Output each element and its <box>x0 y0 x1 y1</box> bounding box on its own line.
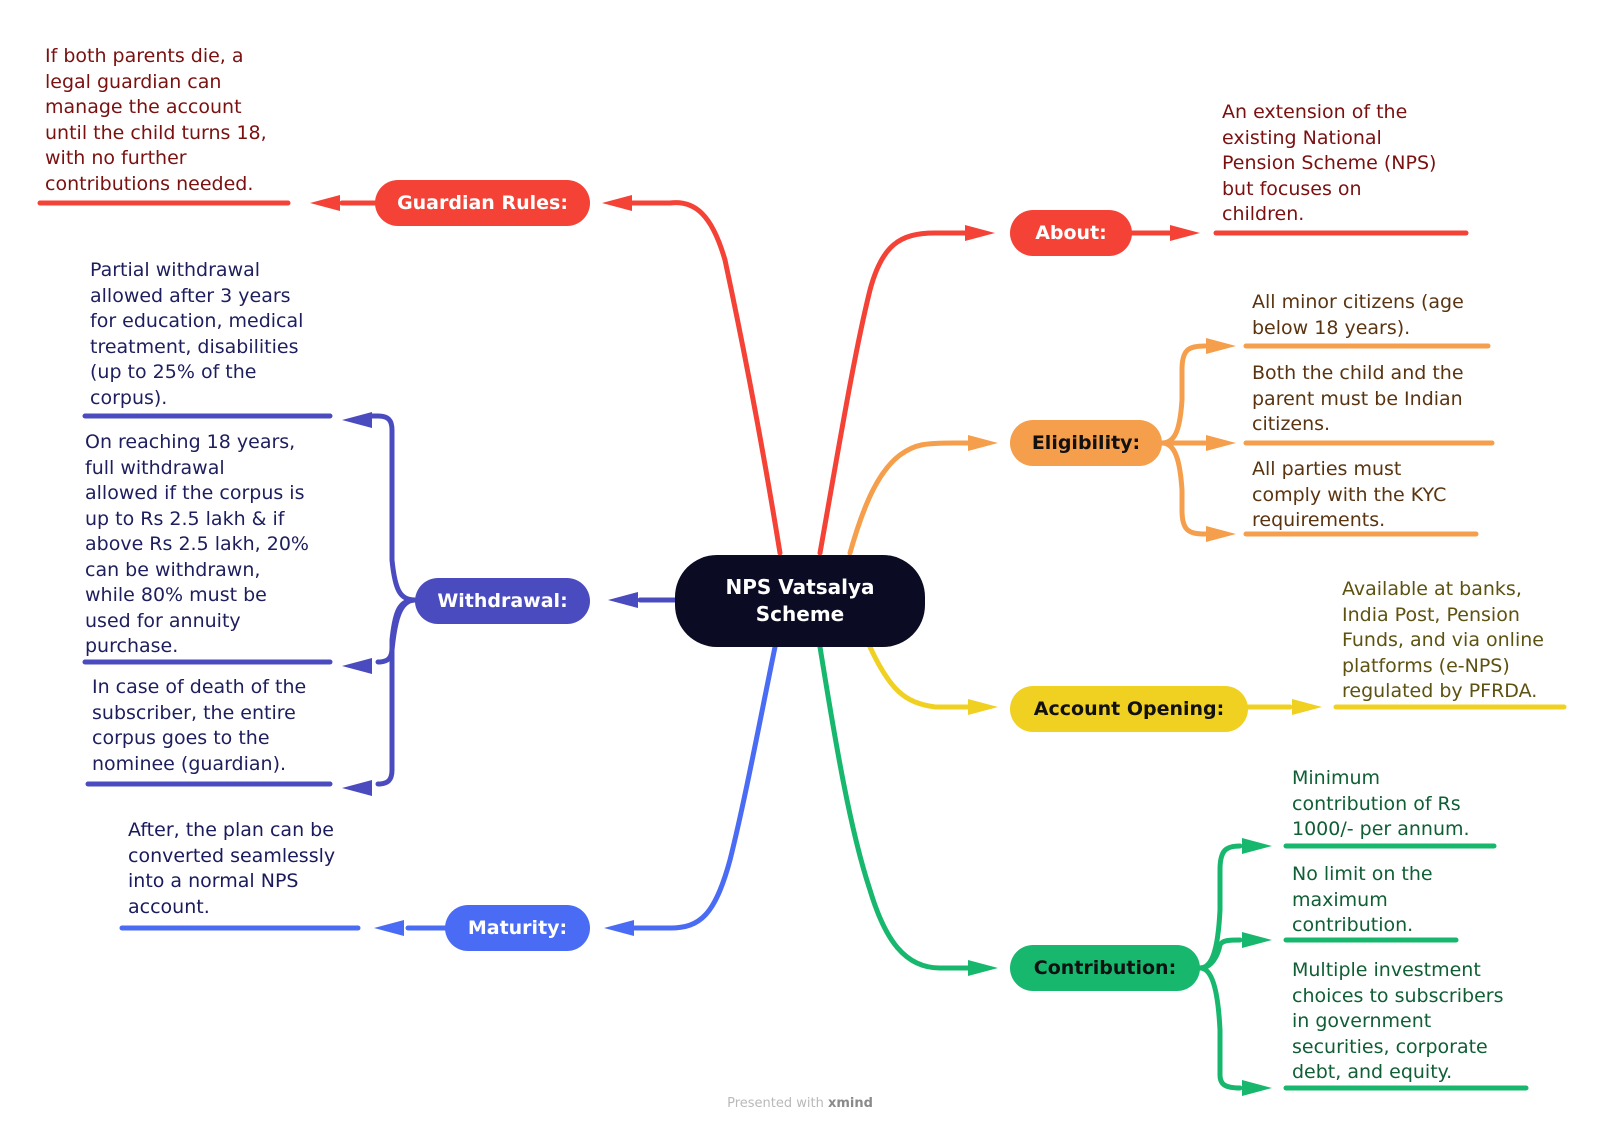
arrow-maturity-topic <box>604 920 634 936</box>
topic-contribution-label: Contribution: <box>1033 957 1177 979</box>
connector-eligibility-1 <box>1159 343 1208 446</box>
arrow-contribution-2 <box>1242 932 1272 948</box>
connector-about <box>817 230 968 556</box>
withdrawal-item-1: Partial withdrawal allowed after 3 years… <box>90 259 304 409</box>
arrow-contribution-1 <box>1242 838 1272 854</box>
contribution-item-3: Multiple investment choices to subscribe… <box>1292 959 1504 1083</box>
contribution-item-1: Minimum contribution of Rs 1000/- per an… <box>1292 767 1470 840</box>
arrow-about-leaf <box>1170 225 1200 241</box>
topic-contribution[interactable]: Contribution: <box>1010 945 1200 991</box>
account-item-1: Available at banks, India Post, Pension … <box>1342 578 1544 702</box>
arrow-withdrawal-1 <box>342 412 372 428</box>
arrow-maturity-leaf <box>374 920 404 936</box>
arrow-eligibility-topic <box>968 435 998 451</box>
arrow-withdrawal-3 <box>342 780 372 796</box>
arrow-guardian-topic <box>602 195 632 211</box>
arrow-eligibility-3 <box>1206 526 1236 542</box>
arrow-contribution-3 <box>1242 1080 1272 1096</box>
arrow-withdrawal-2 <box>342 658 372 674</box>
topic-withdrawal[interactable]: Withdrawal: <box>415 578 590 624</box>
footer-brand: xmind <box>827 1096 873 1111</box>
arrow-eligibility-1 <box>1206 338 1236 354</box>
connector-guardian <box>625 200 783 556</box>
connector-withdrawal-1 <box>367 413 418 603</box>
connector-eligibility-3 <box>1159 440 1208 537</box>
topic-account-opening[interactable]: Account Opening: <box>1010 686 1248 732</box>
topic-about[interactable]: About: <box>1010 210 1132 256</box>
central-topic[interactable]: NPS Vatsalya Scheme <box>675 555 925 647</box>
withdrawal-item-3: In case of death of the subscriber, the … <box>92 676 307 775</box>
eligibility-item-2: Both the child and the parent must be In… <box>1252 362 1464 435</box>
eligibility-item-1: All minor citizens (age below 18 years). <box>1252 291 1464 339</box>
arrow-account-topic <box>968 699 998 715</box>
connector-account <box>867 644 971 710</box>
withdrawal-item-2: On reaching 18 years, full withdrawal al… <box>85 431 309 657</box>
central-topic-line2: Scheme <box>755 602 845 626</box>
topic-withdrawal-label: Withdrawal: <box>437 590 568 612</box>
contribution-item-2: No limit on the maximum contribution. <box>1292 863 1433 936</box>
about-item-1: An extension of the existing National Pe… <box>1222 101 1437 225</box>
topic-maturity-label: Maturity: <box>467 917 568 939</box>
topic-guardian-rules[interactable]: Guardian Rules: <box>375 180 590 226</box>
footer-prefix: Presented with <box>727 1096 824 1111</box>
maturity-item-1: After, the plan can be converted seamles… <box>128 819 336 918</box>
connector-contribution-2 <box>1197 937 1243 971</box>
guardian-item-1: If both parents die, a legal guardian ca… <box>45 45 267 195</box>
connector-eligibility <box>847 440 971 556</box>
topic-maturity[interactable]: Maturity: <box>445 905 590 951</box>
topic-guardian-rules-label: Guardian Rules: <box>397 192 568 214</box>
connector-withdrawal-3 <box>375 597 418 787</box>
central-topic-line1: NPS Vatsalya <box>725 575 875 599</box>
topic-eligibility-label: Eligibility: <box>1031 432 1141 454</box>
connector-maturity <box>629 644 778 931</box>
footer-credit: Presented with xmind <box>0 1096 1600 1111</box>
arrow-guardian-leaf <box>310 195 340 211</box>
arrow-about-topic <box>965 225 995 241</box>
arrow-account-leaf <box>1292 699 1322 715</box>
arrow-contribution-topic <box>968 960 998 976</box>
connector-contribution-3 <box>1197 965 1243 1091</box>
arrow-eligibility-2 <box>1206 435 1236 451</box>
arrow-withdrawal-topic <box>608 592 638 608</box>
topic-eligibility[interactable]: Eligibility: <box>1010 420 1162 466</box>
eligibility-item-3: All parties must comply with the KYC req… <box>1252 458 1447 531</box>
topic-account-opening-label: Account Opening: <box>1033 698 1225 720</box>
connector-contribution <box>817 644 971 971</box>
topic-about-label: About: <box>1035 222 1107 244</box>
